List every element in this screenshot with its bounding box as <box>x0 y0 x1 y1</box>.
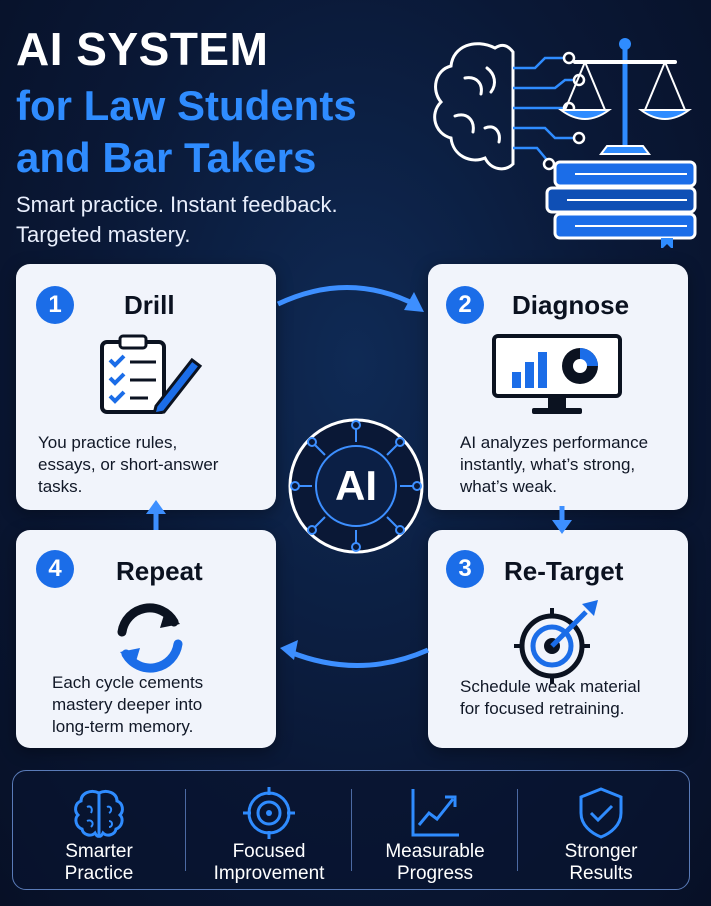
desc-line: instantly, what’s strong, <box>460 455 636 474</box>
title-line-3: and Bar Takers <box>16 134 317 181</box>
feature-measurable-progress: Measurable Progress <box>355 771 515 889</box>
step-title: Diagnose <box>512 290 630 320</box>
feature-line: Measurable <box>385 841 485 862</box>
step-badge: 4 <box>36 550 74 588</box>
ai-label: AI <box>335 462 377 509</box>
desc-line: Each cycle cements <box>52 673 204 692</box>
feature-line: Stronger <box>564 841 638 862</box>
tagline-line-2: Targeted mastery. <box>16 222 191 247</box>
refresh-cycle-icon <box>117 603 183 673</box>
feature-label: Stronger Results <box>521 841 681 885</box>
arrow-drill-to-diagnose <box>276 285 420 309</box>
step-description: AI analyzes performance instantly, what’… <box>460 432 686 498</box>
divider <box>517 789 518 871</box>
feature-line: Practice <box>64 863 134 884</box>
clipboard-checklist-icon <box>100 334 203 414</box>
feature-smarter-practice: Smarter Practice <box>19 771 179 889</box>
desc-line: You practice rules, <box>38 433 178 452</box>
divider <box>185 789 186 871</box>
desc-line: mastery deeper into <box>52 695 203 714</box>
circuit-lines <box>513 56 575 161</box>
feature-line: Smarter <box>65 841 133 862</box>
desc-line: long-term memory. <box>52 717 194 736</box>
brain-icon <box>74 789 124 838</box>
target-icon <box>243 787 295 839</box>
step-badge: 3 <box>446 550 484 588</box>
arrow-head <box>404 292 424 312</box>
desc-line: tasks. <box>38 477 83 496</box>
divider <box>351 789 352 871</box>
page-title: AI SYSTEM <box>16 23 269 75</box>
feature-focused-improvement: Focused Improvement <box>189 771 349 889</box>
shield-check-icon <box>579 787 623 839</box>
brain-circuit-icon <box>433 42 515 171</box>
desc-line: what’s weak. <box>460 477 558 496</box>
desc-line: essays, or short-answer <box>38 455 219 474</box>
desc-line: Schedule weak material <box>460 677 641 696</box>
feature-line: Progress <box>396 863 474 884</box>
hero-illustration <box>433 38 697 248</box>
arrow-retarget-to-repeat <box>289 647 430 668</box>
step-title: Re-Target <box>504 556 624 586</box>
trend-chart-icon <box>411 789 459 837</box>
feature-label: Smarter Practice <box>19 841 179 885</box>
tagline-line-1: Smart practice. Instant feedback. <box>16 192 338 217</box>
feature-line: Results <box>569 863 633 884</box>
step-badge: 2 <box>446 286 484 324</box>
scales-of-justice-icon <box>557 38 693 155</box>
step-card-diagnose: 2 Diagnose AI analyzes performance insta… <box>428 264 688 510</box>
feature-stronger-results: Stronger Results <box>521 771 681 889</box>
step-description: You practice rules, essays, or short-ans… <box>38 432 266 498</box>
title-line-2: for Law Students <box>16 82 357 129</box>
step-title: Repeat <box>116 556 203 586</box>
feature-line: Focused <box>232 841 306 862</box>
features-bar: Smarter Practice Focused Improvement Mea… <box>12 770 690 890</box>
page-subtitle-heading: for Law Students and Bar Takers <box>16 80 357 184</box>
step-description: Schedule weak material for focused retra… <box>460 676 686 720</box>
feature-label: Focused Improvement <box>189 841 349 885</box>
step-title: Drill <box>124 290 175 320</box>
step-card-repeat: 4 Repeat Each cycle cements mastery deep… <box>16 530 276 748</box>
desc-line: AI analyzes performance <box>460 433 649 452</box>
step-card-drill: 1 Drill You practice rules, essays, or s… <box>16 264 276 510</box>
books-stack-icon <box>545 160 697 248</box>
step-card-retarget: 3 Re-Target Schedule weak material for f… <box>428 530 688 748</box>
tagline: Smart practice. Instant feedback. Target… <box>16 190 338 250</box>
step-description: Each cycle cements mastery deeper into l… <box>52 672 272 738</box>
step-badge: 1 <box>36 286 74 324</box>
monitor-chart-icon <box>492 334 622 414</box>
feature-label: Measurable Progress <box>355 841 515 885</box>
desc-line: for focused retraining. <box>460 699 625 718</box>
arrow-head <box>280 640 298 660</box>
target-arrow-icon <box>514 600 598 684</box>
feature-line: Improvement <box>213 863 325 884</box>
ai-hub-icon: AI <box>288 418 424 554</box>
